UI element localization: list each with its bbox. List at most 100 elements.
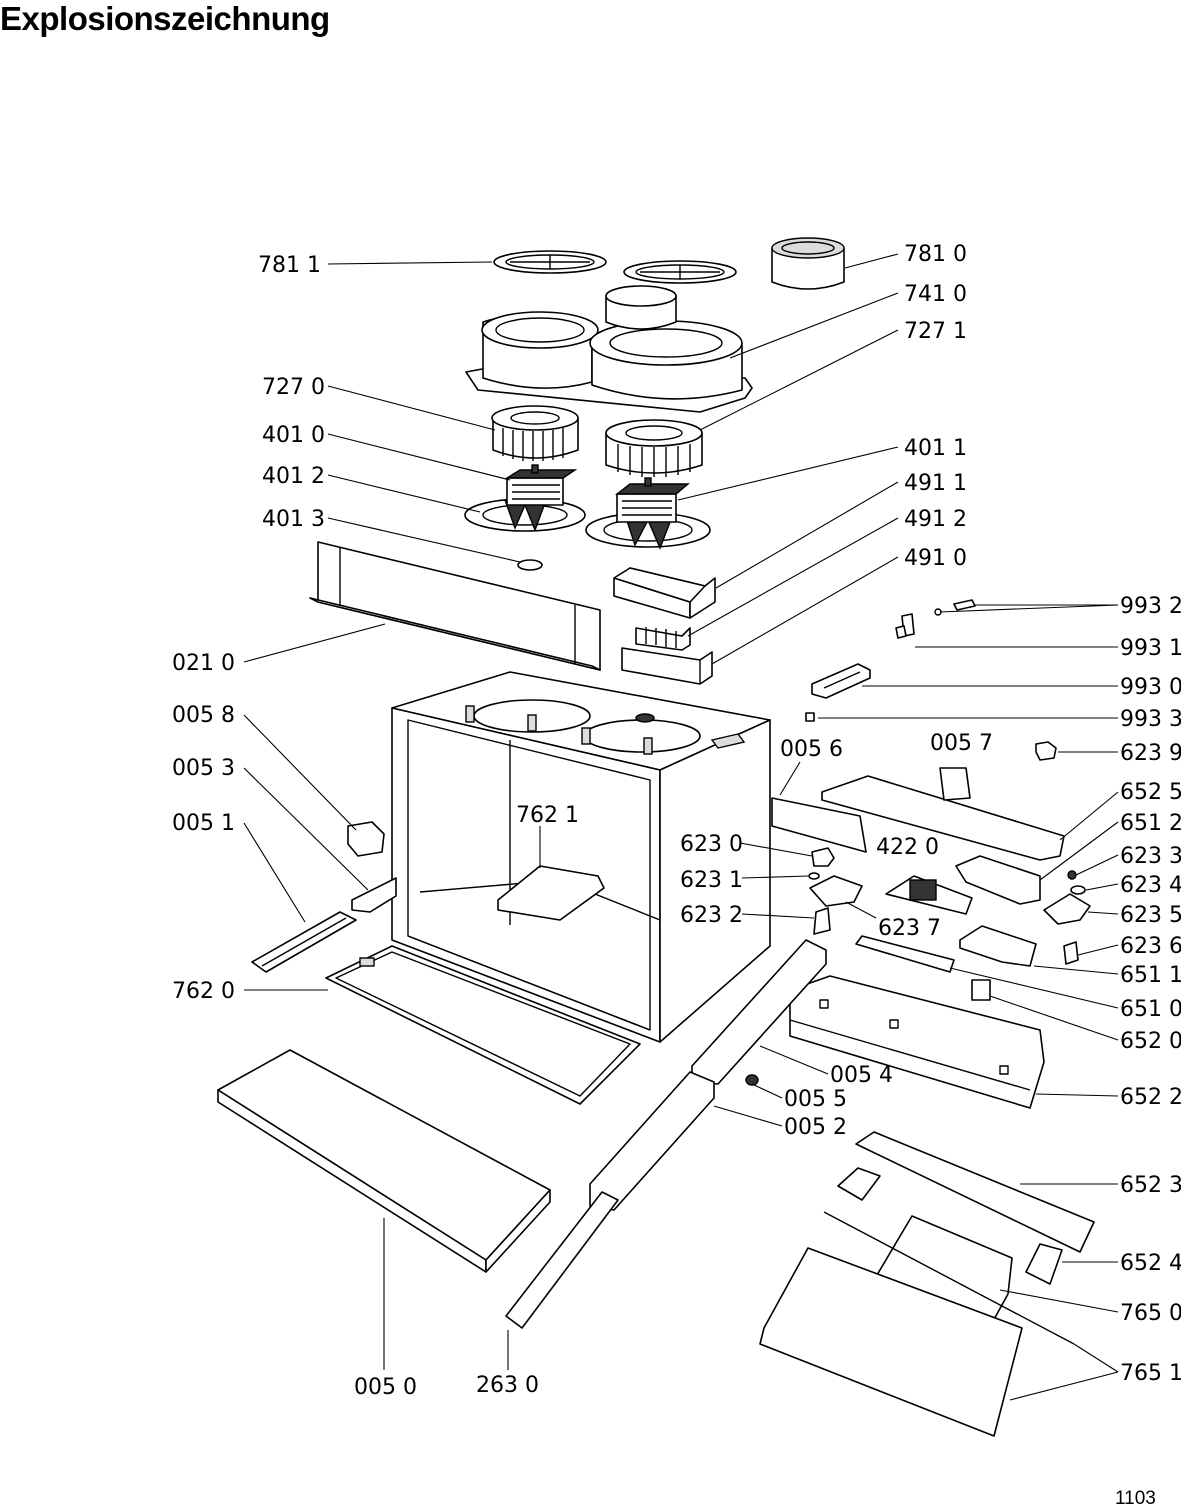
side-rail-upper-icon — [771, 797, 867, 853]
round-outlet-icon — [771, 237, 845, 290]
label-6230: 623 0 — [680, 832, 743, 857]
lamp-tube-6510-icon — [855, 935, 955, 973]
plate-6524-left-icon — [837, 1167, 881, 1201]
bracket-icon — [621, 647, 713, 685]
hook-6232-icon — [813, 907, 831, 935]
label-4911: 491 1 — [904, 471, 967, 496]
label-6234: 623 4 — [1120, 873, 1181, 898]
bottom-frame-icon — [759, 1247, 1023, 1437]
filter-right-icon — [605, 419, 703, 477]
label-0056: 005 6 — [780, 737, 843, 762]
label-6511: 651 1 — [1120, 963, 1181, 988]
label-0058: 005 8 — [172, 703, 235, 728]
label-4010: 401 0 — [262, 423, 325, 448]
label-7620: 762 0 — [172, 979, 235, 1004]
leader-lines — [243, 253, 1119, 1401]
label-0053: 005 3 — [172, 756, 235, 781]
glass-strip-icon — [855, 1131, 1095, 1253]
switch-6520-icon — [971, 979, 991, 1001]
washer-6234-icon — [1070, 885, 1086, 895]
label-4013: 401 3 — [262, 507, 325, 532]
knob-0055-icon — [745, 1074, 759, 1086]
label-7650: 765 0 — [1120, 1301, 1181, 1326]
left-rail-back-icon — [351, 877, 397, 913]
cover-6235-icon — [1043, 893, 1091, 925]
label-0054: 005 4 — [830, 1063, 893, 1088]
label-2630: 263 0 — [476, 1373, 539, 1398]
label-9933: 993 3 — [1120, 707, 1181, 732]
clip-6239-icon — [1035, 741, 1057, 761]
label-6232: 623 2 — [680, 903, 743, 928]
label-0057: 005 7 — [930, 731, 993, 756]
label-7651: 765 1 — [1120, 1361, 1181, 1386]
label-4220: 422 0 — [876, 835, 939, 860]
label-6523: 652 3 — [1120, 1173, 1181, 1198]
rail-0052-icon — [589, 1071, 715, 1211]
cover-6237-icon — [809, 875, 863, 907]
plate-6524-right-icon — [1025, 1243, 1063, 1285]
label-4011: 401 1 — [904, 436, 967, 461]
terminal-block-icon — [635, 627, 691, 651]
ring-icon — [517, 559, 543, 571]
label-7621: 762 1 — [516, 803, 579, 828]
small-cube-icon — [805, 712, 815, 722]
label-9930: 993 0 — [1120, 675, 1181, 700]
front-strip-icon — [309, 541, 601, 671]
lamp-shade-6512-icon — [955, 855, 1041, 905]
label-0051: 005 1 — [172, 811, 235, 836]
slider-rail-icon — [811, 663, 871, 699]
slot-clip-icon — [939, 767, 971, 801]
label-7811: 781 1 — [258, 253, 321, 278]
motor-fan-left-icon — [464, 464, 586, 532]
telescopic-slide-icon — [505, 1191, 619, 1329]
label-7810: 781 0 — [904, 242, 967, 267]
label-6522: 652 2 — [1120, 1085, 1181, 1110]
label-6239: 623 9 — [1120, 741, 1181, 766]
filter-left-icon — [491, 405, 579, 461]
lamp-socket-6511-icon — [959, 925, 1037, 967]
label-6512: 651 2 — [1120, 811, 1181, 836]
label-0050: 005 0 — [354, 1375, 417, 1400]
label-6525: 652 5 — [1120, 780, 1181, 805]
page-number: 1103 — [1115, 1488, 1156, 1509]
left-rail-front-icon — [251, 911, 357, 973]
label-4910: 491 0 — [904, 546, 967, 571]
label-0052: 005 2 — [784, 1115, 847, 1140]
long-strip-icon — [823, 1211, 1075, 1345]
top-housing-icon — [465, 285, 753, 413]
grille-disc-right-icon — [623, 260, 737, 284]
motor-fan-right-icon — [585, 477, 711, 550]
label-7410: 741 0 — [904, 282, 967, 307]
clip-0058-icon — [347, 821, 385, 857]
coil-icon — [909, 879, 937, 901]
label-6237: 623 7 — [878, 916, 941, 941]
part-number-labels: 781 1 781 0 741 0 727 1 727 0 401 0 401 … — [172, 242, 1181, 1400]
hook-6236-icon — [1063, 941, 1079, 965]
label-6233: 623 3 — [1120, 844, 1181, 869]
main-cabinet-icon — [391, 671, 771, 1043]
label-7271: 727 1 — [904, 319, 967, 344]
label-9931: 993 1 — [1120, 636, 1181, 661]
label-6524: 652 4 — [1120, 1251, 1181, 1276]
pin-parts-icon — [895, 599, 976, 639]
electronics-box-icon — [613, 567, 716, 619]
label-7270: 727 0 — [262, 375, 325, 400]
label-9932: 993 2 — [1120, 594, 1181, 619]
page-title: Explosionszeichnung — [0, 0, 330, 37]
label-6510: 651 0 — [1120, 997, 1181, 1022]
label-0055: 005 5 — [784, 1087, 847, 1112]
label-6520: 652 0 — [1120, 1029, 1181, 1054]
washer-6231-icon — [808, 872, 820, 880]
spring-6233-icon — [1067, 870, 1077, 880]
grille-disc-left-icon — [493, 250, 607, 274]
top-rail-plate-icon — [821, 775, 1065, 861]
label-6231: 623 1 — [680, 868, 743, 893]
grease-filter-panel-icon — [325, 945, 641, 1105]
label-4912: 491 2 — [904, 507, 967, 532]
front-trim-board-icon — [217, 1049, 551, 1273]
label-4012: 401 2 — [262, 464, 325, 489]
control-panel-rail-icon — [789, 975, 1045, 1109]
label-6236: 623 6 — [1120, 934, 1181, 959]
clip-6230-icon — [811, 847, 835, 867]
